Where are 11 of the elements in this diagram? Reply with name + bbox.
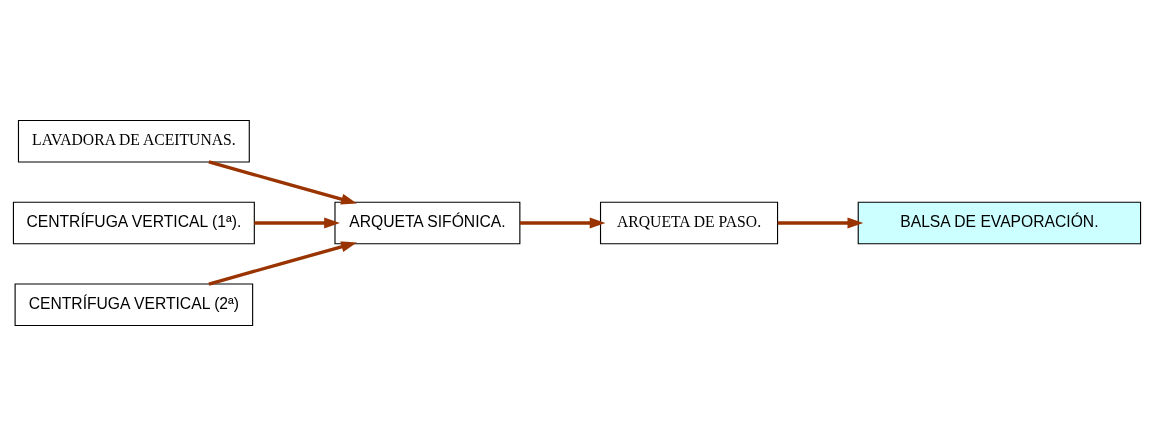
node-box: ARQUETA DE PASO. [599, 201, 779, 245]
node-box: CENTRÍFUGA VERTICAL (1ª). [12, 201, 255, 245]
arrow [777, 217, 864, 229]
arrow [208, 160, 357, 205]
node-box: CENTRÍFUGA VERTICAL (2ª) [14, 283, 254, 327]
node-box: LAVADORA DE ACEITUNAS. [17, 119, 250, 163]
arrow [520, 217, 606, 229]
arrow [208, 241, 357, 286]
node-box: ARQUETA SIFÓNICA. [334, 201, 521, 245]
node-box: BALSA DE EVAPORACIÓN. [857, 201, 1142, 245]
arrow [254, 217, 340, 229]
